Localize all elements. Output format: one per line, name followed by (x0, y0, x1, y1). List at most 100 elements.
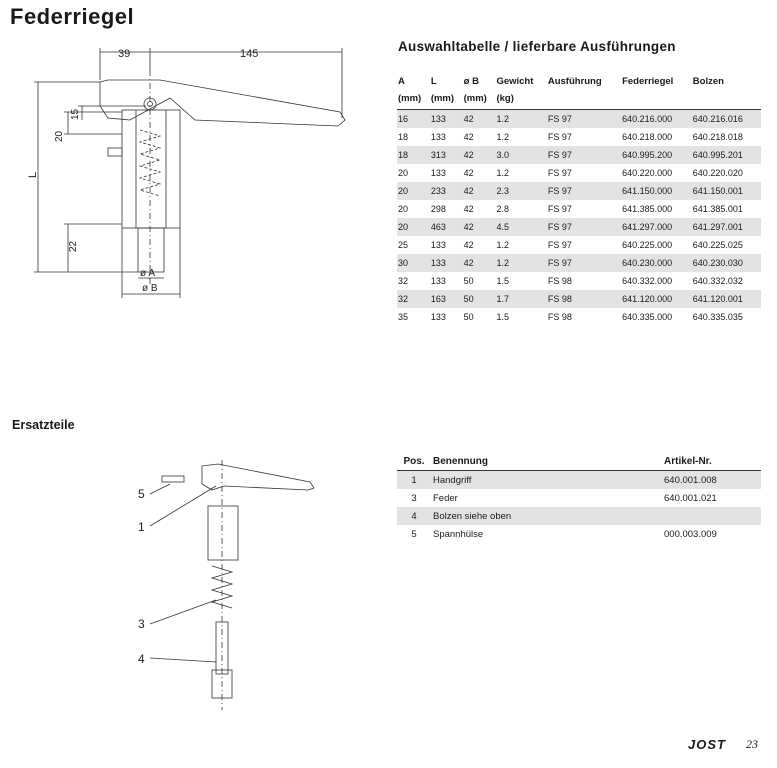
cell-l: 133 (430, 240, 446, 250)
dim-20-label: 20 (54, 130, 65, 142)
cell-bolt: 640.332.032 (692, 276, 743, 286)
cell-weight: 1.5 (496, 276, 509, 286)
col-latch-header: Federriegel (622, 76, 674, 87)
cell-a: 20 (398, 168, 409, 178)
cell-version: FS 97 (546, 254, 622, 272)
cell-a: 16 (397, 109, 430, 128)
cell-latch: 641.150.000 (621, 182, 692, 200)
col-weight-header: Gewicht (496, 76, 534, 87)
cell-l: 163 (429, 290, 463, 308)
cell-name: Spannhülse (433, 528, 484, 540)
spare-parts-title: Ersatzteile (12, 418, 75, 432)
cell-weight: 1.2 (496, 168, 509, 178)
page-title: Federriegel (10, 4, 135, 29)
cell-bolt: 641.385.001 (692, 204, 743, 214)
cell-version: FS 97 (546, 146, 622, 164)
cell-weight: 1.7 (495, 290, 547, 308)
selection-table: A L ø B Gewicht Ausführung Federriegel B… (397, 73, 761, 326)
cell-l: 233 (429, 182, 463, 200)
cell-a: 35 (398, 312, 409, 322)
cell-name: Feder (433, 492, 458, 504)
cell-name: Handgriff (431, 470, 662, 489)
cell-latch: 641.385.000 (622, 204, 673, 214)
cell-bolt: 640.216.016 (691, 109, 761, 128)
cell-latch: 640.332.000 (622, 276, 673, 286)
cell-version: FS 97 (546, 109, 622, 128)
cell-a: 25 (398, 240, 409, 250)
cell-latch: 640.218.000 (622, 132, 673, 142)
cell-b: 42 (463, 204, 474, 214)
cell-bolt: 640.335.035 (692, 312, 743, 322)
cell-bolt: 641.120.001 (691, 290, 761, 308)
unit-latch (621, 90, 692, 110)
cell-b: 42 (463, 240, 474, 250)
cell-article: 000.003.009 (664, 528, 717, 540)
exploded-handle (201, 463, 315, 491)
col-a-header: A (398, 76, 405, 87)
cell-pos: 5 (411, 528, 417, 540)
col-bolt-header: Bolzen (692, 76, 724, 87)
cell-latch: 641.120.000 (621, 290, 692, 308)
cell-version: FS 98 (547, 312, 572, 322)
cell-a: 18 (397, 146, 430, 164)
cell-a: 32 (397, 290, 430, 308)
cell-version: FS 98 (546, 290, 622, 308)
col-pos-header: Pos. (397, 452, 431, 471)
cell-article: 640.001.021 (664, 492, 717, 504)
cell-weight: 1.2 (495, 254, 547, 272)
dim-b-label: ø B (142, 283, 158, 294)
unit-bolt (691, 90, 761, 110)
selection-units-row: (mm) (mm) (mm) (kg) (397, 90, 761, 110)
cell-b: 42 (463, 132, 474, 142)
cell-version: FS 97 (546, 218, 622, 236)
cell-b: 42 (462, 109, 496, 128)
cell-version: FS 97 (547, 240, 572, 250)
exploded-drawing: 5 1 3 4 (138, 460, 315, 710)
brand-logo: JOST (688, 737, 726, 752)
cell-version: FS 97 (547, 204, 572, 214)
cell-latch: 640.220.000 (622, 168, 673, 178)
cell-l: 133 (429, 254, 463, 272)
cell-version: FS 97 (547, 168, 572, 178)
col-version-header: Ausführung (547, 76, 602, 87)
dim-15-label: 15 (70, 108, 81, 120)
cell-a: 32 (398, 276, 409, 286)
table-row: 5 Spannhülse 000.003.009 (397, 525, 761, 543)
cell-weight: 1.2 (495, 109, 547, 128)
cell-b: 42 (462, 254, 496, 272)
cell-b: 42 (462, 182, 496, 200)
cell-a: 30 (397, 254, 430, 272)
unit-a: (mm) (397, 90, 430, 110)
cell-pos: 4 (397, 507, 431, 525)
cell-latch: 640.335.000 (622, 312, 673, 322)
cell-article: 640.001.008 (662, 470, 761, 489)
dim-l-label: L (27, 172, 39, 178)
unit-version (546, 90, 622, 110)
dim-39-label: 39 (118, 48, 130, 60)
cell-article (662, 507, 761, 525)
cell-latch: 640.230.000 (621, 254, 692, 272)
cell-version: FS 98 (547, 276, 572, 286)
spare-header-row: Pos. Benennung Artikel-Nr. (397, 452, 761, 471)
cell-weight: 2.3 (495, 182, 547, 200)
cell-b: 50 (463, 276, 474, 286)
bolt (137, 227, 165, 273)
exploded-label-4: 4 (138, 652, 145, 666)
technical-drawing: 39 145 15 20 L 22 ø A ø B (27, 48, 346, 298)
col-article-header: Artikel-Nr. (662, 452, 761, 471)
col-l-header: L (430, 76, 437, 87)
cell-weight: 1.2 (496, 132, 509, 142)
cell-latch: 640.995.200 (621, 146, 692, 164)
cell-a: 20 (397, 218, 430, 236)
